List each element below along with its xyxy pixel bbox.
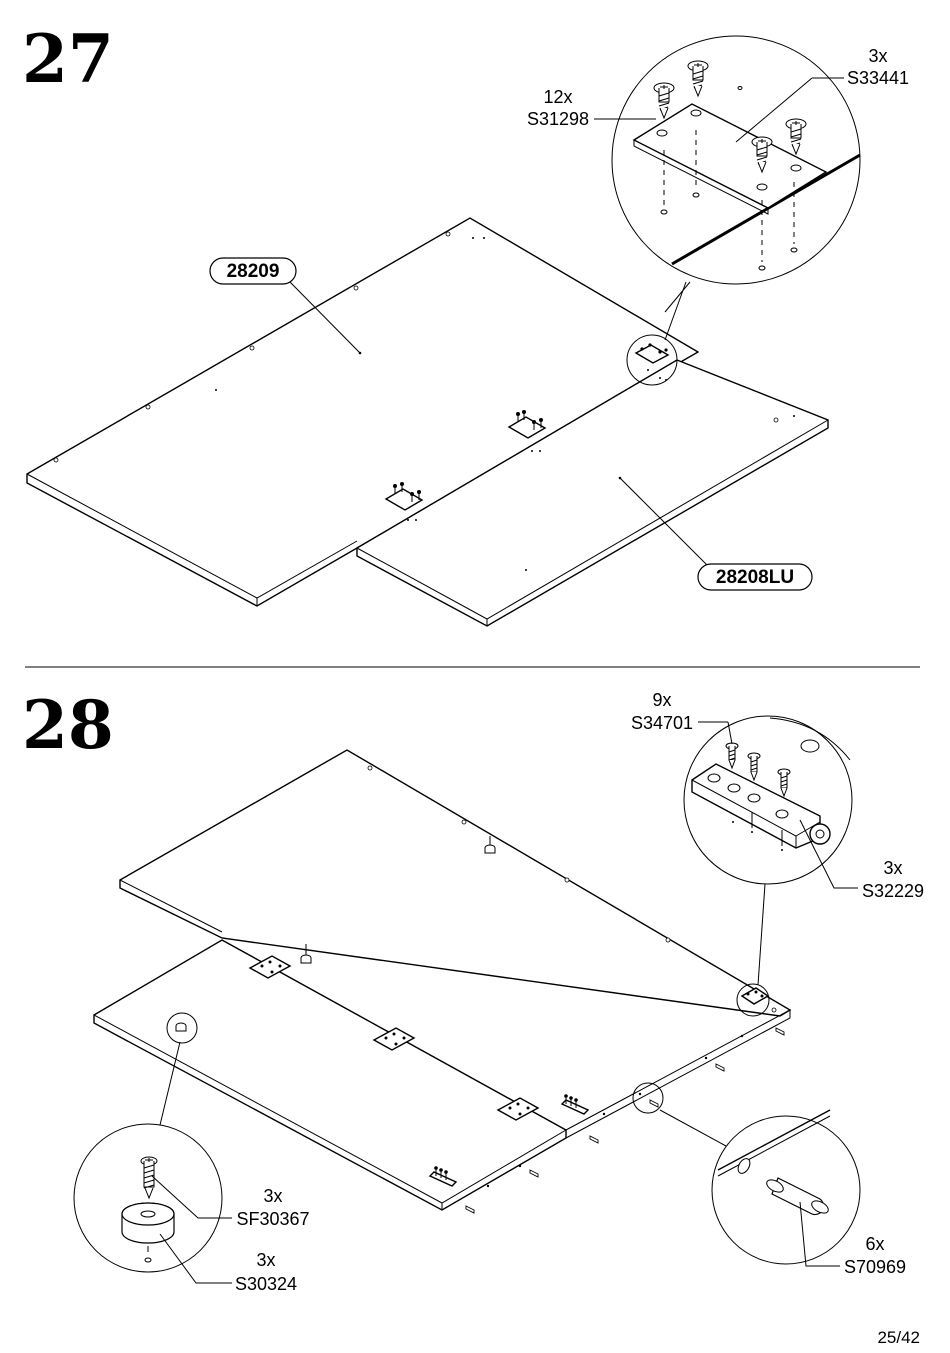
- hinge-plate-1: [248, 955, 292, 979]
- label-28208lu: 28208LU: [697, 563, 813, 591]
- zoom-detail-dowel: [659, 1109, 861, 1267]
- svg-text:S33441: S33441: [847, 68, 909, 88]
- svg-text:SF30367: SF30367: [236, 1209, 309, 1229]
- label-28209: 28209: [209, 257, 297, 285]
- step-number-28: 28: [22, 686, 114, 764]
- svg-text:S34701: S34701: [631, 713, 693, 733]
- hinge-2: [560, 1094, 590, 1115]
- svg-text:3x: 3x: [868, 46, 887, 66]
- callout-s70969: 6x S70969: [844, 1234, 906, 1277]
- svg-text:S31298: S31298: [527, 109, 589, 129]
- upper-panel: [119, 749, 792, 1017]
- hinge-plate-3: [496, 1097, 540, 1121]
- callout-sf30367: 3x SF30367: [236, 1186, 309, 1229]
- callout-s33441: 3x S33441: [847, 46, 909, 88]
- svg-text:6x: 6x: [865, 1234, 884, 1254]
- svg-text:9x: 9x: [652, 690, 671, 710]
- zoom-detail-27: [594, 35, 861, 341]
- callout-s30324: 3x S30324: [235, 1250, 297, 1294]
- hinge-plate-2: [372, 1027, 416, 1051]
- svg-text:S32229: S32229: [862, 881, 924, 901]
- svg-text:3x: 3x: [263, 1186, 282, 1206]
- step28-panels: [93, 749, 792, 1214]
- svg-text:S30324: S30324: [235, 1274, 297, 1294]
- callout-s31298: 12x S31298: [527, 87, 589, 129]
- svg-text:12x: 12x: [543, 87, 572, 107]
- screw-icon: [653, 82, 675, 120]
- svg-text:28209: 28209: [227, 261, 280, 282]
- zoom-detail-hinge: [683, 715, 858, 986]
- callout-s34701: 9x S34701: [631, 690, 693, 733]
- hinge-1: [428, 1166, 458, 1187]
- svg-text:28208LU: 28208LU: [716, 567, 794, 588]
- svg-text:3x: 3x: [883, 858, 902, 878]
- zoom-detail-foot: [73, 1041, 232, 1284]
- page-number: 25/42: [877, 1328, 920, 1347]
- connector-plate-2: [507, 410, 547, 452]
- svg-text:S70969: S70969: [844, 1257, 906, 1277]
- step27-panels: [26, 217, 829, 627]
- connector-plate-1: [384, 482, 424, 521]
- detail-marker-27: [626, 334, 678, 386]
- callout-s32229: 3x S32229: [862, 858, 924, 901]
- lower-panel: [93, 939, 567, 1211]
- svg-text:3x: 3x: [256, 1250, 275, 1270]
- step-number-27: 27: [22, 20, 114, 98]
